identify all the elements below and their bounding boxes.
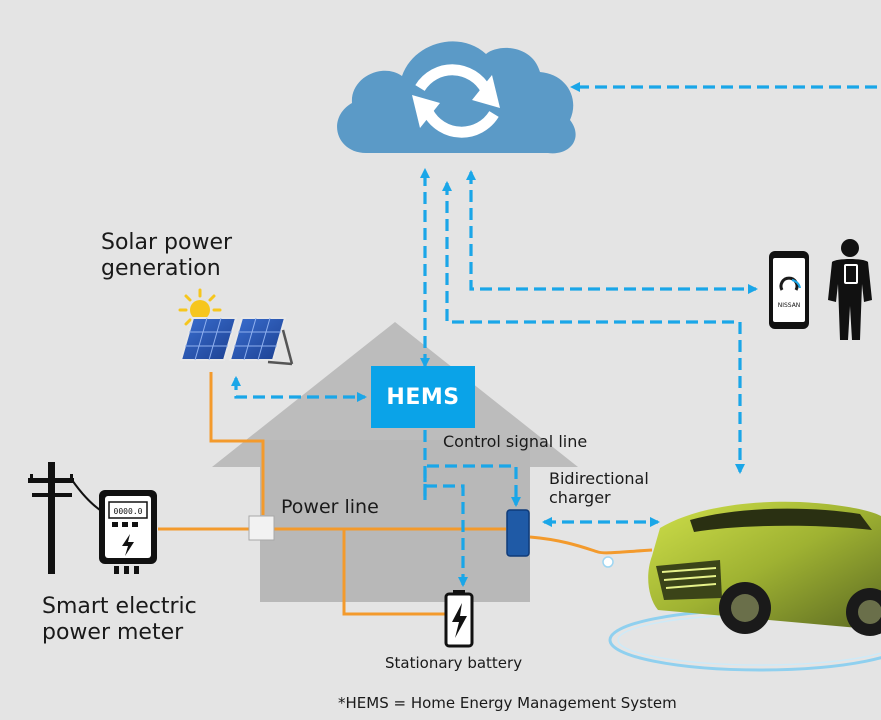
- bidirectional-charger-label: Bidirectional charger: [549, 469, 649, 508]
- control-signal-label: Control signal line: [443, 432, 588, 451]
- power-lines: [158, 372, 653, 616]
- solar-panel-icon: [179, 317, 294, 366]
- phone-brand: NISSAN: [778, 302, 801, 309]
- power-line-label: Power line: [281, 496, 379, 518]
- utility-pole-icon: [28, 462, 101, 574]
- solar-label: Solar power generation: [101, 230, 233, 282]
- electric-car-icon: [602, 501, 881, 672]
- hems-label: HEMS: [386, 384, 460, 410]
- signal-lines: [230, 81, 877, 588]
- meter-reading: 0000.0: [114, 507, 143, 516]
- battery-label: Stationary battery: [385, 654, 523, 672]
- cloud-sync-icon: [337, 41, 576, 154]
- person-icon: [828, 239, 872, 340]
- battery-icon: [444, 590, 474, 648]
- footnote: *HEMS = Home Energy Management System: [338, 694, 677, 712]
- smart-meter-icon: 0000.0: [99, 490, 157, 574]
- house: [212, 322, 578, 602]
- junction-box: [248, 515, 275, 541]
- bidirectional-charger-icon: [506, 509, 530, 557]
- sun-icon: [178, 288, 222, 332]
- smart-meter-label: Smart electric power meter: [42, 594, 197, 646]
- smartphone-icon: NISSAN: [769, 251, 809, 329]
- hems-box: HEMS: [371, 366, 475, 428]
